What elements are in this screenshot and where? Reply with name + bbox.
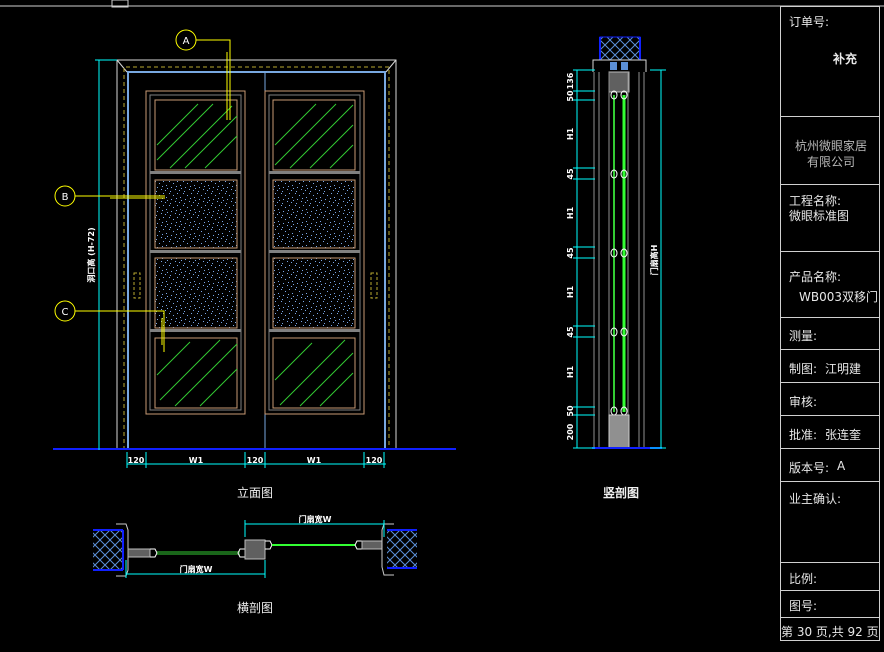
jamb-inner (127, 71, 386, 450)
vdim-2: H1 (566, 127, 575, 140)
callout-a-label: A (183, 36, 190, 47)
casing-corner-right (385, 59, 397, 73)
casing-dashed (123, 66, 390, 450)
handle-right-icon (370, 272, 378, 299)
callout-b-label: B (62, 192, 69, 203)
tb-product: 产品名称: WB003双移门 (781, 252, 879, 318)
wall-left-hatch (93, 530, 123, 570)
horizontal-section-title: 横剖图 (237, 601, 273, 615)
tb-company: 杭州微眼家居 有限公司 (781, 117, 879, 185)
vdim-9: 50 (566, 405, 575, 417)
hdim-left: 门扇宽W (180, 564, 213, 574)
vdim-8: H1 (566, 365, 575, 378)
glass-hatch (156, 103, 354, 407)
casing-corner-left (116, 59, 128, 73)
callout-a[interactable] (175, 29, 231, 120)
callout-c[interactable] (54, 300, 165, 352)
drawn-label: 制图: (789, 362, 818, 376)
tb-approve: 批准: 张连奎 (781, 416, 879, 449)
tb-version: 版本号: A (781, 449, 879, 482)
vdim-7: 45 (566, 326, 575, 338)
tb-drawing-no: 图号: (781, 591, 879, 618)
horizontal-section-view: 门扇宽W 门扇宽W 横剖图 (93, 514, 417, 615)
page-info: 第 30 页,共 92 页 (781, 625, 879, 639)
tb-scale: 比例: (781, 563, 879, 591)
wall-right-hatch (387, 530, 417, 568)
tb-drawn: 制图: 江明建 (781, 350, 879, 383)
vdim-10: 200 (566, 423, 575, 440)
tb-page: 第 30 页,共 92 页 (781, 618, 879, 642)
company-line-1: 杭州微眼家居 (795, 139, 868, 153)
vertical-section-title: 竖剖图 (603, 485, 639, 500)
casing-outer (116, 59, 397, 450)
drawing-no-label: 图号: (789, 599, 818, 613)
callout-c-label: C (62, 307, 69, 318)
project-value: 微眼标准图 (789, 209, 850, 223)
tb-measure: 测量: (781, 318, 879, 350)
tb-owner: 业主确认: (781, 482, 879, 563)
elevation-title: 立面图 (237, 485, 273, 500)
vdim-6: H1 (566, 285, 575, 298)
tb-review: 审核: (781, 383, 879, 416)
product-value: WB003双移门 (799, 290, 879, 304)
dim-height-text: 洞口高 (H-72) (86, 227, 96, 282)
vdim-0: 136 (566, 72, 575, 89)
dim-bottom-4: 120 (366, 456, 383, 465)
version-label: 版本号: (789, 461, 830, 475)
approve-label: 批准: (789, 428, 818, 442)
dim-bottom-2: 120 (247, 456, 264, 465)
elevation-view: 洞口高 (H-72) 120 W1 120 W1 120 A B (53, 29, 456, 500)
drawn-value: 江明建 (825, 362, 862, 376)
approve-value: 张连奎 (825, 428, 862, 442)
vdim-4: H1 (566, 206, 575, 219)
tb-order: 订单号: 补充 (781, 7, 879, 117)
company-line-2: 有限公司 (807, 155, 856, 169)
top-track (592, 59, 647, 72)
product-label: 产品名称: (789, 270, 842, 284)
dim-bottom-1: W1 (189, 456, 204, 465)
scale-label: 比例: (789, 572, 818, 586)
vdim-3: 45 (566, 168, 575, 180)
tb-project: 工程名称: 微眼标准图 (781, 185, 879, 252)
wall-header-hatch (599, 36, 641, 61)
version-value: A (837, 459, 846, 473)
hdim-right: 门扇宽W (299, 514, 332, 524)
review-label: 审核: (789, 395, 818, 409)
measure-label: 测量: (789, 329, 818, 343)
handle-left-icon (133, 272, 141, 299)
dim-bottom-3: W1 (307, 456, 322, 465)
title-block: 订单号: 补充 杭州微眼家居 有限公司 工程名称: 微眼标准图 产品名称: WB… (780, 6, 880, 641)
dim-bottom (126, 452, 386, 468)
door-leaf-left (145, 90, 246, 415)
vdim-right: 门扇高H (649, 245, 659, 276)
vdim-5: 45 (566, 247, 575, 259)
callout-b[interactable] (54, 185, 165, 207)
door-leaf-right (264, 90, 365, 415)
project-label: 工程名称: (789, 194, 842, 208)
order-no-value: 补充 (833, 52, 858, 66)
dim-bottom-0: 120 (128, 456, 145, 465)
bottom-rail (608, 414, 630, 449)
vdim-1: 50 (566, 90, 575, 102)
owner-label: 业主确认: (789, 492, 842, 506)
vertical-section-view: 136 50 H1 45 H1 45 H1 45 H1 50 200 门扇高H … (566, 36, 666, 500)
order-no-label: 订单号: (789, 15, 830, 29)
sheet-tab (111, 0, 129, 8)
